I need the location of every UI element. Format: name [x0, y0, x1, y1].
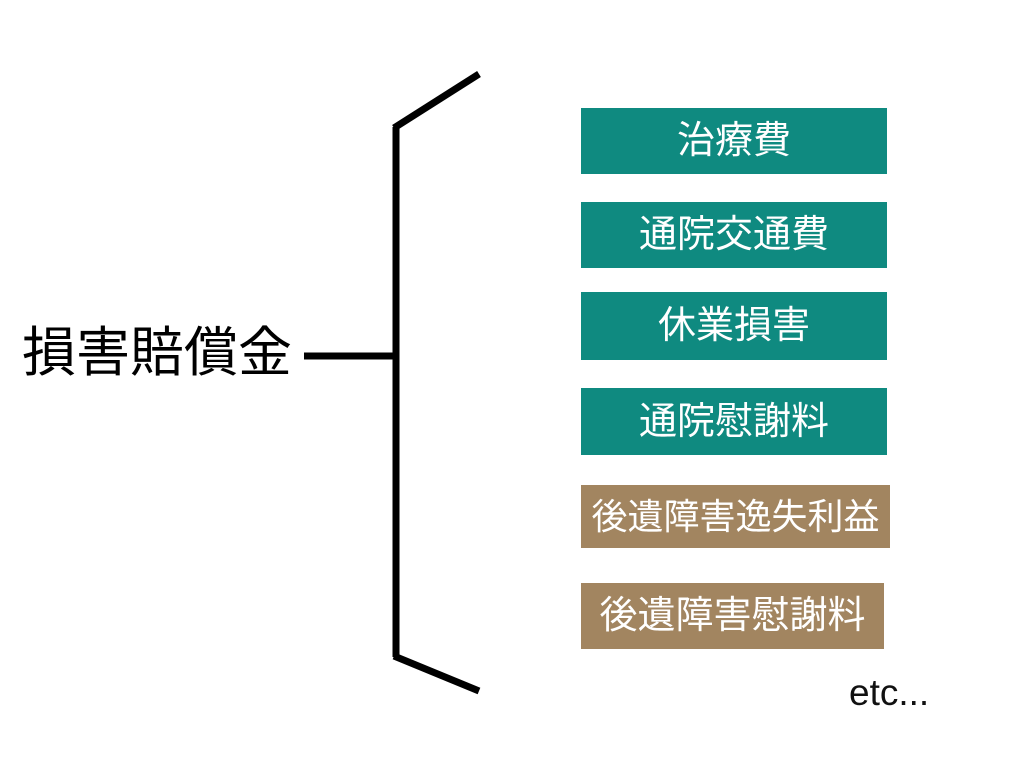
category-box-outpatient-solatium[interactable]: 通院慰謝料 [581, 388, 887, 455]
category-label: 通院慰謝料 [638, 400, 829, 443]
category-box-aftereffect-lost-profit[interactable]: 後遺障害逸失利益 [581, 485, 890, 548]
etcetera-label: etc... [849, 672, 930, 713]
category-label: 後遺障害慰謝料 [599, 595, 866, 637]
bracket-flare-top [392, 71, 481, 131]
category-label: 治療費 [676, 120, 791, 162]
category-box-medical-costs[interactable]: 治療費 [581, 108, 887, 174]
category-label: 通院交通費 [638, 214, 829, 256]
bracket-flare-bottom [392, 652, 481, 695]
category-label: 後遺障害逸失利益 [591, 495, 880, 537]
category-box-aftereffect-solatium[interactable]: 後遺障害慰謝料 [581, 583, 884, 649]
category-box-transport-costs[interactable]: 通院交通費 [581, 202, 887, 268]
root-label: 損害賠償金 [22, 323, 292, 383]
category-box-lost-income[interactable]: 休業損害 [581, 292, 887, 360]
category-label: 休業損害 [657, 305, 810, 347]
